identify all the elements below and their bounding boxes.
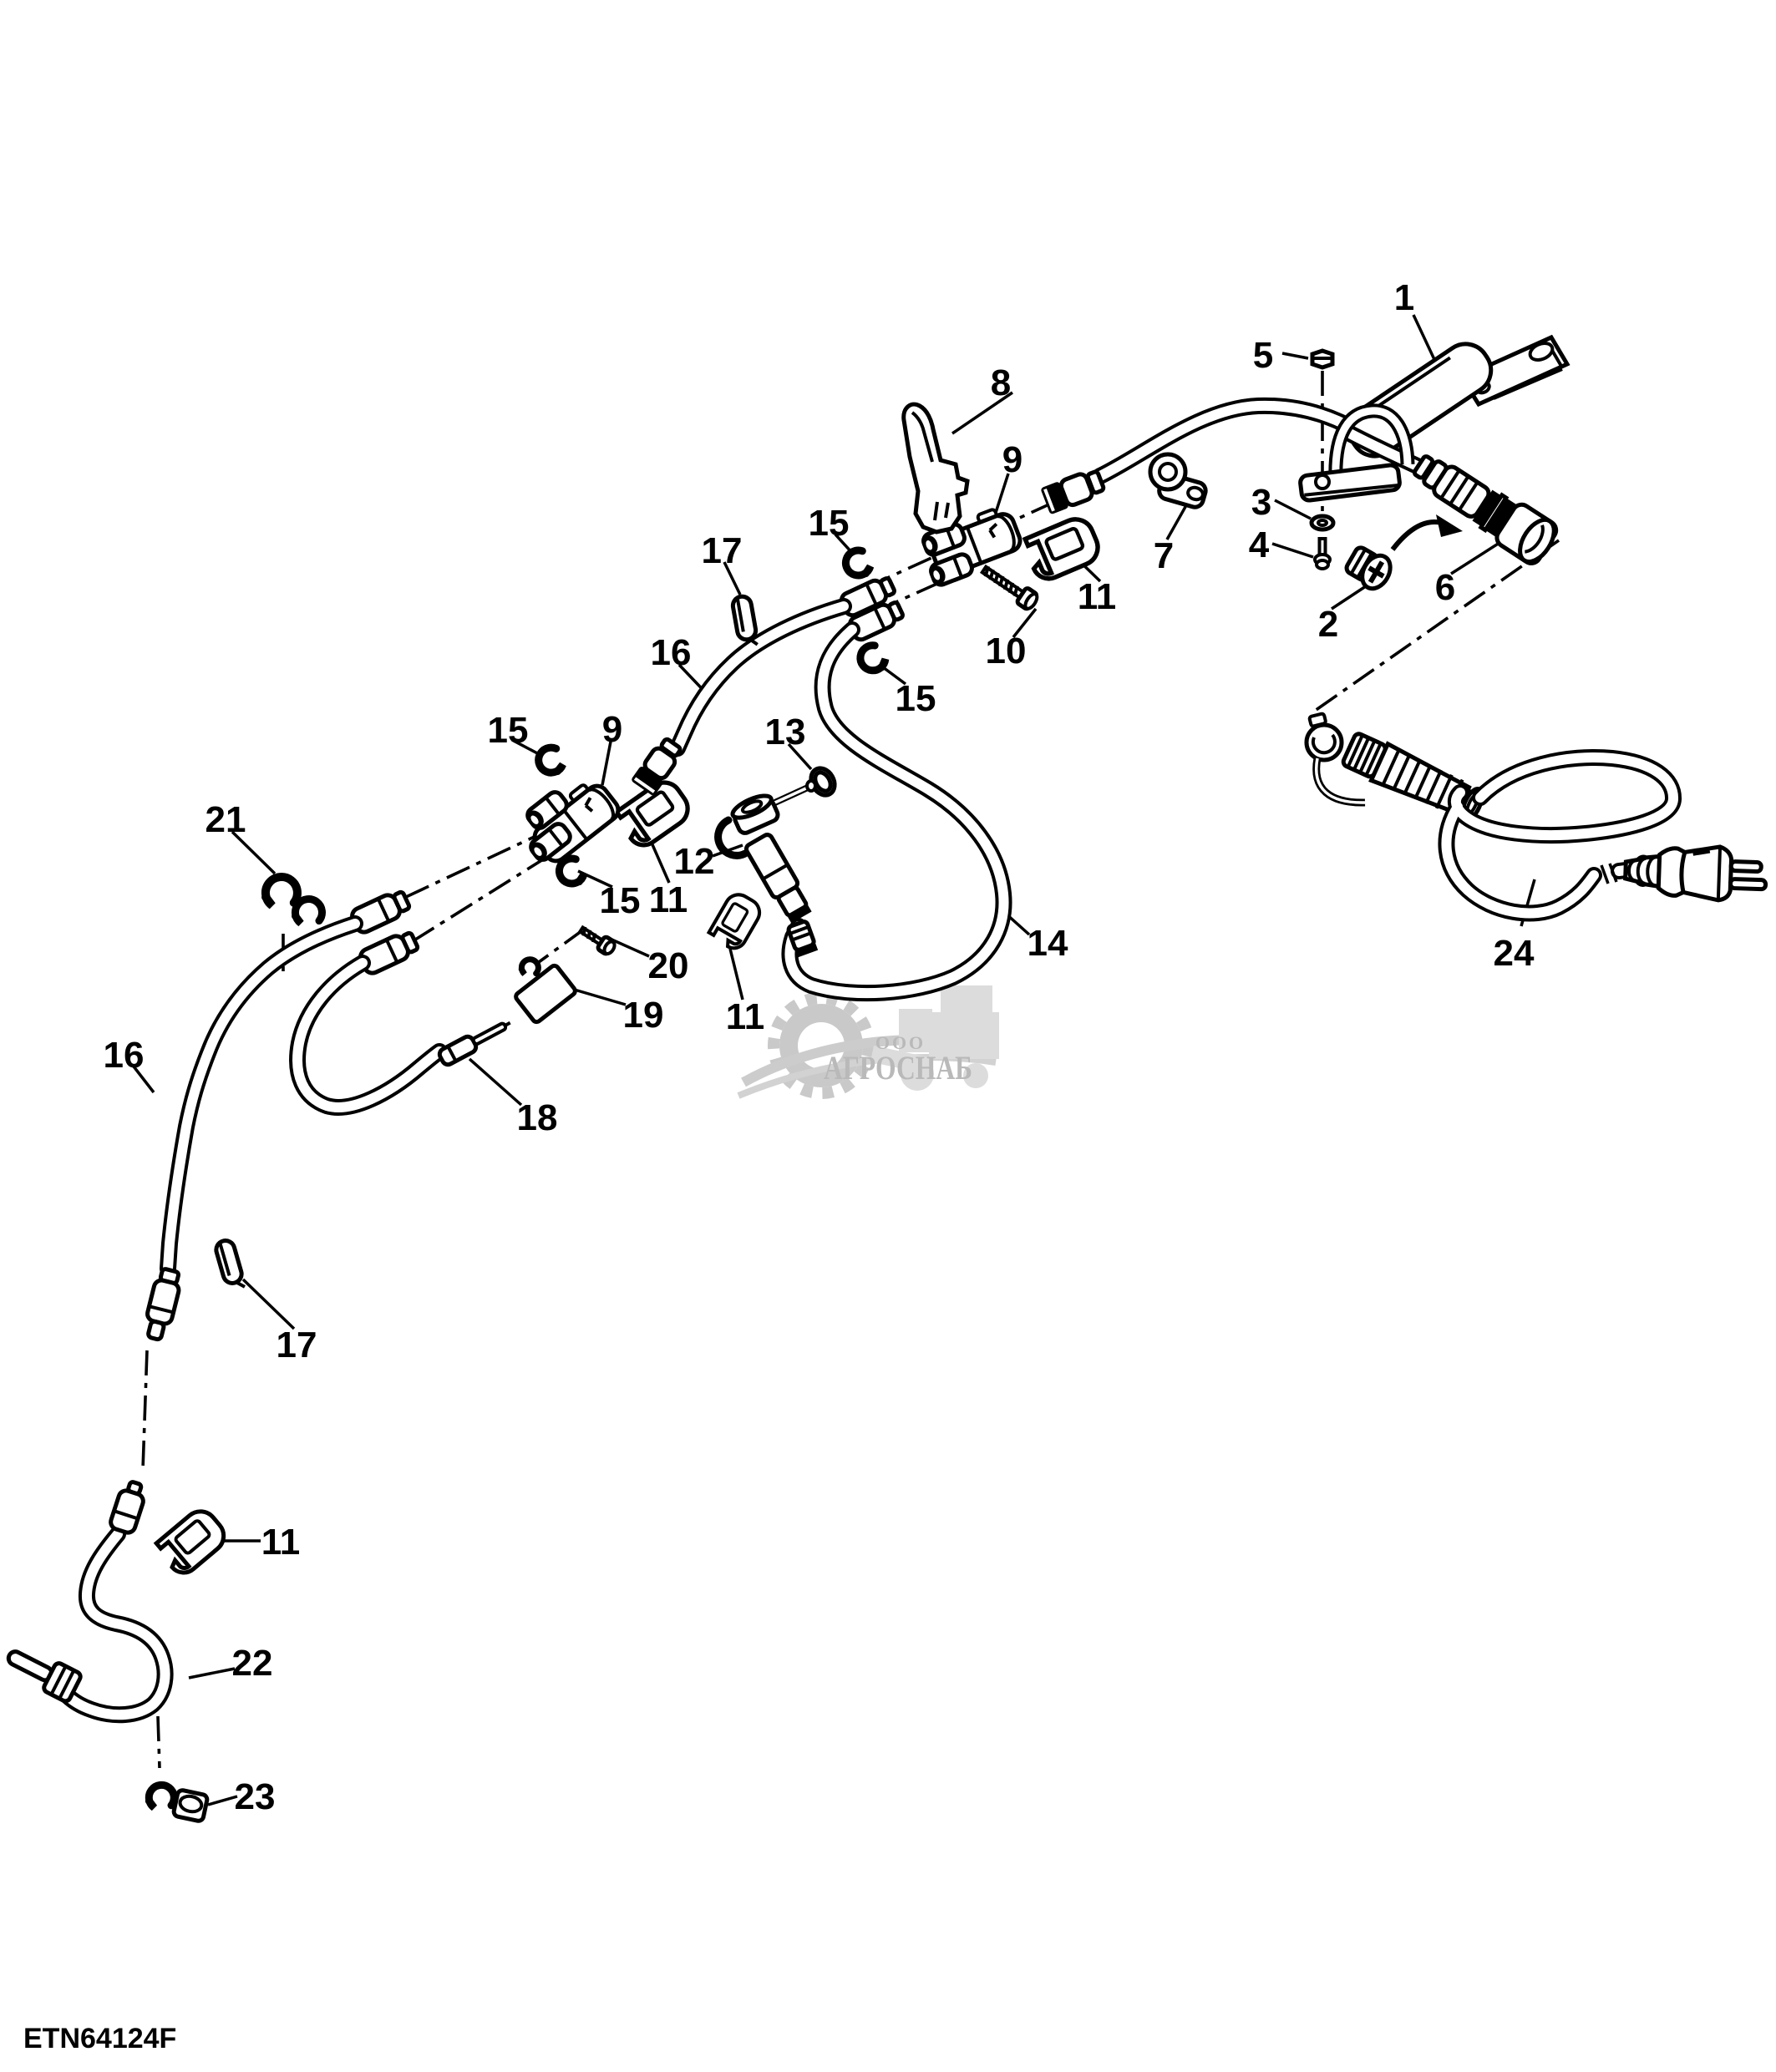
svg-text:4: 4 (1249, 524, 1270, 565)
svg-text:18: 18 (517, 1097, 558, 1138)
svg-text:11: 11 (1078, 576, 1117, 617)
svg-text:9: 9 (1002, 439, 1022, 480)
svg-text:12: 12 (674, 841, 715, 882)
svg-text:22: 22 (232, 1643, 273, 1684)
svg-text:16: 16 (104, 1035, 145, 1076)
svg-text:15: 15 (488, 710, 529, 751)
svg-text:10: 10 (986, 631, 1027, 671)
svg-text:16: 16 (651, 632, 692, 673)
svg-text:14: 14 (1028, 923, 1068, 964)
svg-text:19: 19 (623, 995, 664, 1036)
svg-text:20: 20 (648, 945, 689, 986)
svg-text:7: 7 (1154, 535, 1174, 576)
svg-text:1: 1 (1394, 277, 1414, 318)
svg-text:23: 23 (235, 1776, 276, 1817)
svg-text:3: 3 (1251, 482, 1271, 523)
svg-text:АГРОСНАБ: АГРОСНАБ (824, 1049, 972, 1087)
svg-text:15: 15 (600, 880, 641, 921)
svg-text:17: 17 (277, 1325, 317, 1365)
svg-text:5: 5 (1253, 335, 1273, 376)
svg-text:2: 2 (1318, 604, 1338, 645)
svg-text:21: 21 (206, 799, 246, 840)
svg-text:6: 6 (1435, 567, 1455, 608)
svg-text:11: 11 (726, 996, 765, 1037)
svg-text:OOO: OOO (875, 1032, 926, 1053)
svg-text:15: 15 (809, 503, 850, 544)
svg-text:17: 17 (702, 530, 743, 571)
svg-text:8: 8 (991, 362, 1011, 403)
svg-text:15: 15 (896, 678, 936, 719)
svg-text:11: 11 (261, 1522, 301, 1563)
svg-text:ETN64124F: ETN64124F (23, 2023, 176, 2054)
svg-text:9: 9 (602, 709, 622, 750)
svg-text:13: 13 (765, 712, 806, 752)
svg-text:24: 24 (1494, 933, 1535, 974)
svg-text:11: 11 (649, 879, 688, 920)
